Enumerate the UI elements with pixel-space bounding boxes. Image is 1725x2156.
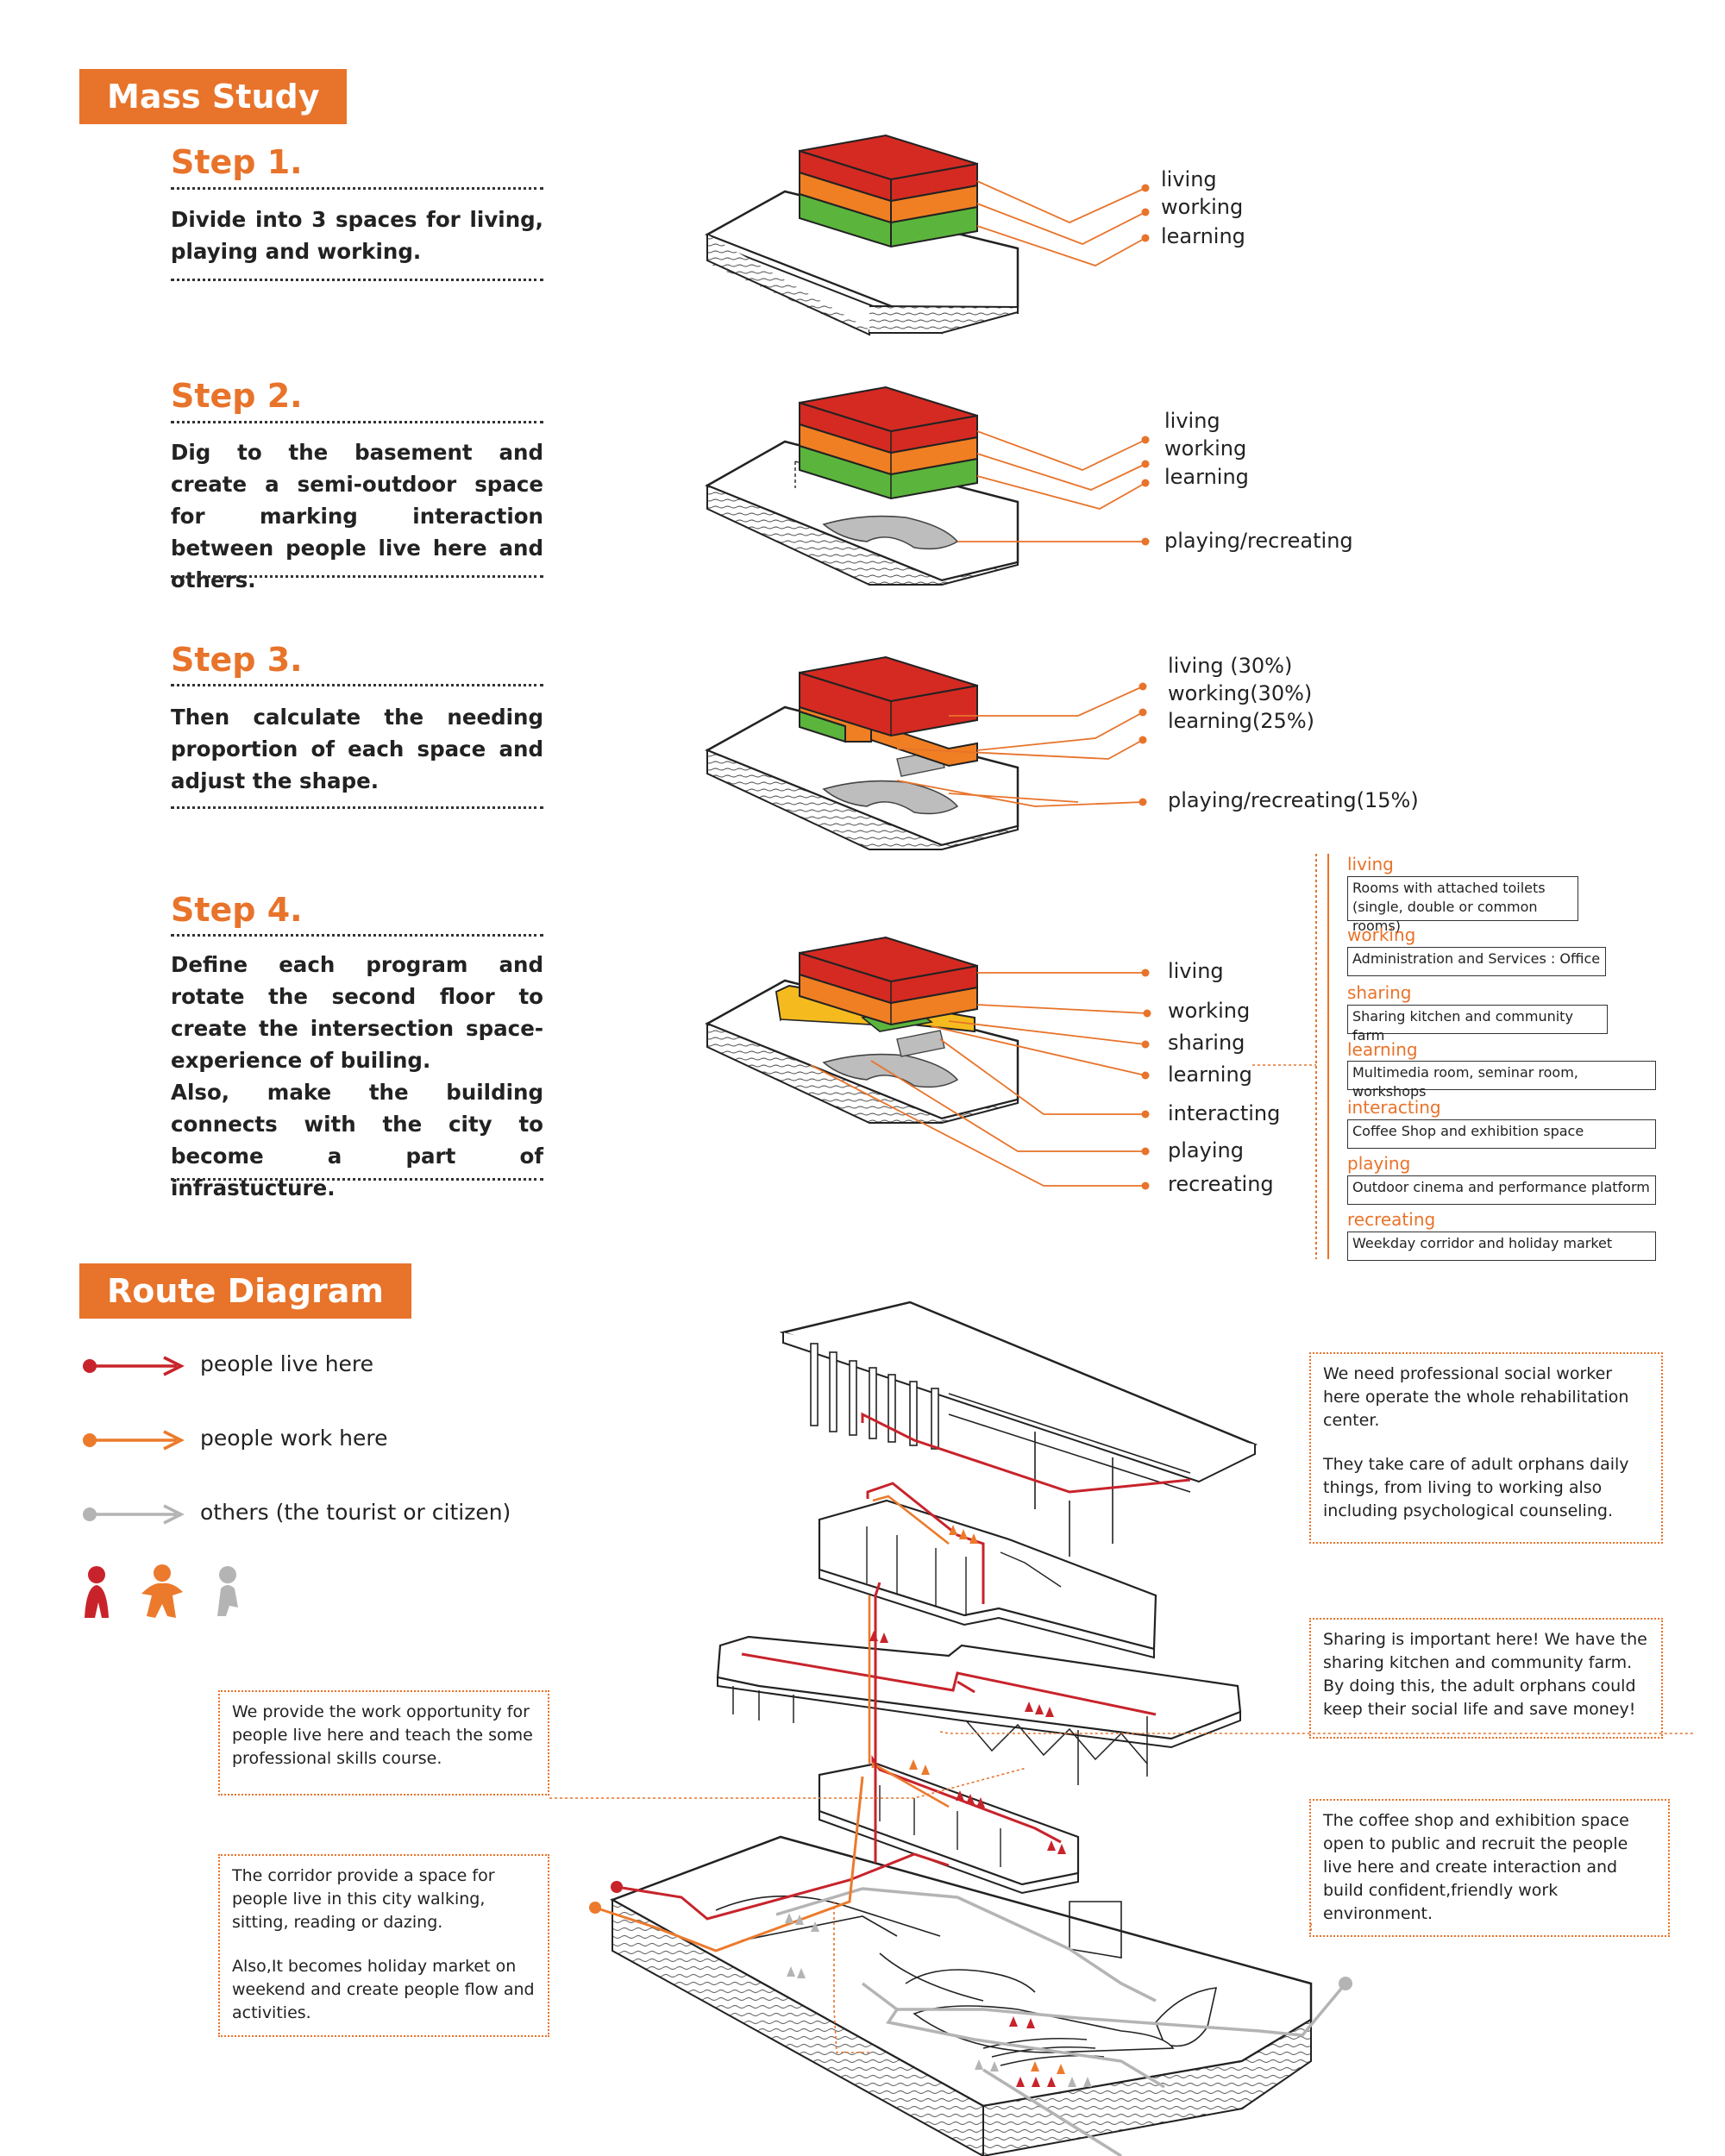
legend-work-label: people work here [200,1426,388,1451]
program-head-working: working [1347,924,1416,945]
people-work-markers [909,1525,1065,2074]
s3-label-living: living (30%) [1168,654,1293,678]
route-diagram-title: Route Diagram [79,1263,411,1319]
note-sharing-p1: Sharing is important here! We have the s… [1323,1630,1647,1719]
divider [171,806,543,809]
divider [171,421,543,423]
divider [171,575,543,578]
step-2-model [705,385,1019,586]
program-head-recreating: recreating [1347,1209,1436,1230]
step-4-text: Define each program and rotate the secon… [171,952,543,1073]
program-detail-working: Administration and Services : Office [1347,947,1606,976]
mass-study-title: Mass Study [79,69,348,124]
s4-label-learning: learning [1168,1062,1252,1087]
step-4-model [705,936,1019,1124]
s4-label-interacting: interacting [1168,1101,1281,1125]
program-detail-recreating: Weekday corridor and holiday market [1347,1232,1656,1261]
people-others-markers [785,1913,1092,2087]
s2-label-working: working [1164,436,1247,461]
legend-live-label: people live here [200,1351,374,1376]
level-living [818,1482,1157,1659]
program-detail-living: Rooms with attached toilets (single, dou… [1347,876,1578,934]
divider [171,187,543,190]
note-coffee-shop: The coffee shop and exhibition space ope… [1309,1799,1670,1937]
program-head-learning: learning [1347,1039,1418,1060]
leader-lines [810,180,1148,1187]
program-head-sharing: sharing [1347,982,1412,1003]
note-work-p1: We provide the work opportunity for peop… [232,1702,533,1768]
leader-dots [1138,184,1151,1190]
divider [171,934,543,937]
s4-label-sharing: sharing [1168,1031,1245,1055]
program-head-interacting: interacting [1347,1097,1441,1118]
s2-label-living: living [1164,409,1220,433]
level-working [818,1755,1080,1895]
program-detail-interacting: Coffee Shop and exhibition space [1347,1119,1656,1149]
step-4-title: Step 4. [171,891,303,929]
program-detail-sharing: Sharing kitchen and community farm [1347,1005,1608,1044]
program-head-living: living [1347,854,1394,874]
s2-label-playing: playing/recreating [1164,529,1353,553]
step-3-text: Then calculate the needing proportion of… [171,705,543,793]
program-detail-playing: Outdoor cinema and performance platform [1347,1175,1656,1205]
step-1-title: Step 1. [171,143,303,181]
divider [171,279,543,281]
note-social-worker: We need professional social worker here … [1309,1352,1663,1544]
step-1-model [705,134,1019,336]
s4-label-playing: playing [1168,1138,1244,1163]
note-social-worker-p1: We need professional social worker here … [1323,1364,1629,1430]
note-corridor-p2: Also,It becomes holiday market on weeken… [232,1957,535,2022]
s4-label-recreating: recreating [1168,1172,1274,1196]
divider [171,1178,543,1181]
note-work-opportunity: We provide the work opportunity for peop… [218,1690,549,1796]
level-sharing [716,1635,1242,1785]
s1-label-learning: learning [1161,224,1245,248]
s2-label-learning: learning [1164,465,1249,489]
ground-level [589,1582,1352,2156]
note-connectors [549,1731,1695,2053]
note-social-worker-p2: They take care of adult orphans daily th… [1323,1455,1629,1520]
note-sharing: Sharing is important here! We have the s… [1309,1618,1663,1739]
note-corridor-p1: The corridor provide a space for people … [232,1866,495,1932]
step-3-model [705,655,1019,850]
step-2-text: Dig to the basement and create a semi-ou… [171,440,543,592]
step-3-title: Step 3. [171,641,303,679]
note-corridor: The corridor provide a space for people … [218,1854,549,2037]
legend-others-label: others (the tourist or citizen) [200,1500,511,1525]
s4-label-living: living [1168,959,1224,983]
s3-label-learning: learning(25%) [1168,709,1314,733]
s1-label-working: working [1161,195,1244,219]
s3-label-working: working(30%) [1168,681,1313,705]
roof-layer [779,1300,1258,1557]
s1-label-living: living [1161,167,1217,191]
divider [171,684,543,686]
step-2-title: Step 2. [171,377,303,415]
people-live-markers [869,1631,1066,2087]
step-1-text: Divide into 3 spaces for living, playing… [171,207,543,264]
s4-label-working: working [1168,999,1251,1023]
s3-label-playing: playing/recreating(15%) [1168,788,1419,812]
program-detail-learning: Multimedia room, seminar room, workshops [1347,1061,1656,1100]
note-coffee-p1: The coffee shop and exhibition space ope… [1323,1811,1629,1923]
program-head-playing: playing [1347,1153,1411,1174]
